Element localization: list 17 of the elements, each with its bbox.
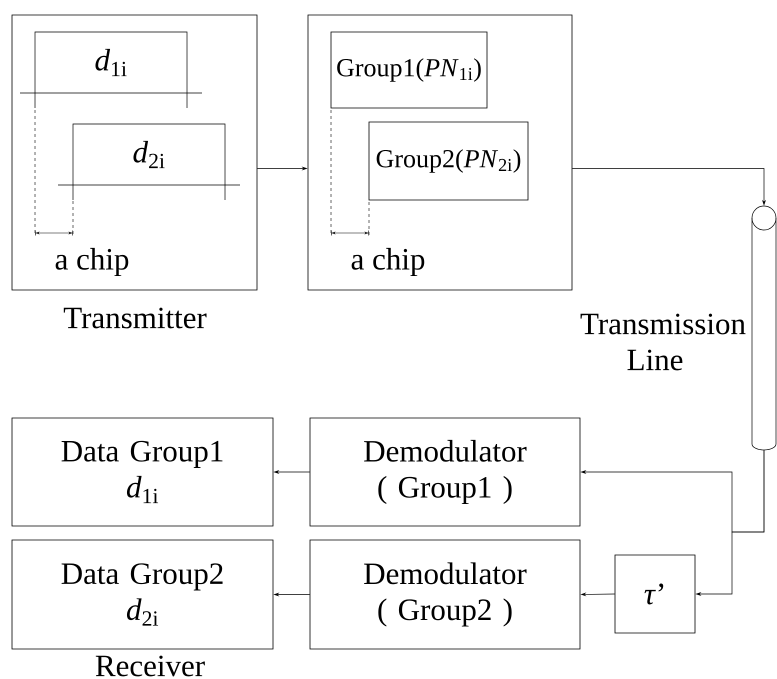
block-box: Demodulator ( Group2 ) bbox=[310, 540, 580, 650]
block-box: Group1(PN$_{1i}$) bbox=[330, 32, 488, 108]
block-box bbox=[12, 14, 258, 290]
node-label: Receiver bbox=[96, 656, 205, 676]
text-label: a chip bbox=[56, 248, 128, 276]
block-box: Demodulator ( Group1 ) bbox=[310, 418, 580, 526]
text-label: a chip bbox=[352, 248, 424, 276]
box-heading: Transmitter bbox=[64, 308, 207, 328]
block-box: Group2(PN$_{2i}$) bbox=[368, 122, 528, 200]
pulse: d$_{2i}$ bbox=[58, 124, 240, 200]
pulse: d$_{1i}$ bbox=[20, 32, 202, 108]
block-box: Data Group2 d$_{2i}$ bbox=[12, 540, 274, 650]
block-box: Data Group1 d$_{1i}$ bbox=[12, 418, 274, 526]
modulator-box bbox=[308, 14, 572, 290]
transmission-line bbox=[752, 206, 776, 450]
block-box: τ’ bbox=[614, 554, 696, 634]
node-label: Transmission Line bbox=[580, 314, 746, 370]
